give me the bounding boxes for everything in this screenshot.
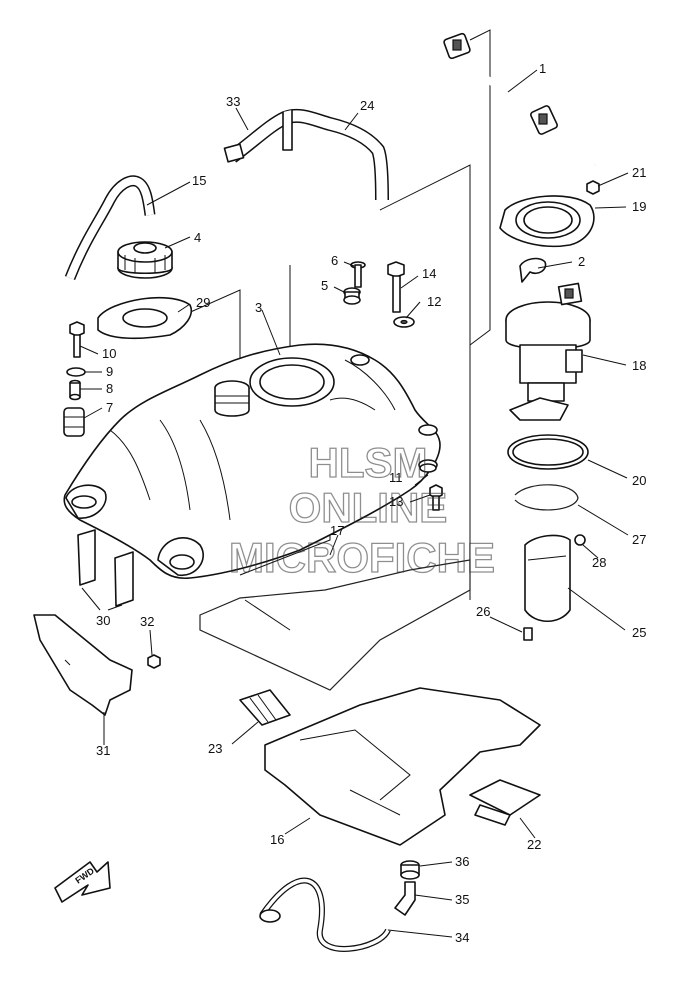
callout-20: 20 — [632, 473, 646, 488]
callout-21: 21 — [632, 165, 646, 180]
callout-36: 36 — [455, 854, 469, 869]
callout-22: 22 — [527, 837, 541, 852]
callout-labels: 1 2 3 4 5 6 7 8 9 10 11 12 13 14 15 16 1… — [96, 61, 646, 945]
part-1-fuel-hose — [443, 32, 601, 176]
part-7-damper — [63, 407, 85, 437]
callout-29: 29 — [196, 295, 210, 310]
part-19-retainer-plate — [499, 195, 595, 248]
part-14-bolt — [387, 261, 405, 313]
callout-11: 11 — [389, 470, 403, 485]
callout-28: 28 — [592, 555, 606, 570]
part-35-joint — [394, 881, 416, 916]
part-23-rubber-block — [239, 689, 291, 726]
callout-31: 31 — [96, 743, 110, 758]
part-6-screw — [350, 261, 366, 288]
part-3-fuel-tank — [63, 343, 441, 580]
watermark-line-2: ONLINE — [289, 484, 448, 531]
part-12-washer — [393, 316, 415, 328]
callout-34: 34 — [455, 930, 469, 945]
part-2-clip — [519, 257, 547, 283]
part-18-fuel-pump — [505, 282, 591, 421]
part-21-nut — [586, 180, 600, 195]
callout-6: 6 — [331, 253, 338, 268]
part-29-cap-plate — [97, 296, 192, 340]
callout-16: 16 — [270, 832, 284, 847]
part-27-band — [514, 484, 579, 511]
watermark-line-1: HLSM — [309, 439, 428, 486]
callout-17: 17 — [330, 523, 344, 538]
part-4-fuel-cap — [117, 241, 173, 279]
part-5-grommet — [343, 287, 361, 305]
part-17-sheet — [199, 559, 471, 691]
watermark-line-3: MICROFICHE — [229, 534, 495, 581]
part-15-vent-hose — [64, 175, 156, 281]
callout-13: 13 — [389, 494, 403, 509]
callout-3: 3 — [255, 300, 262, 315]
callout-25: 25 — [632, 625, 646, 640]
callout-32: 32 — [140, 614, 154, 629]
callout-18: 18 — [632, 358, 646, 373]
callout-26: 26 — [476, 604, 490, 619]
callout-2: 2 — [578, 254, 585, 269]
part-31-protector — [33, 614, 133, 716]
callout-33: 33 — [226, 94, 240, 109]
callout-35: 35 — [455, 892, 469, 907]
part-36-grommet — [400, 860, 420, 880]
callout-30: 30 — [96, 613, 110, 628]
watermark: HLSM ONLINE MICROFICHE — [228, 438, 495, 581]
part-30-damper-pad-right — [114, 551, 134, 607]
callout-14: 14 — [422, 266, 436, 281]
part-11-grommet — [419, 463, 437, 473]
part-22-rubber-block — [469, 779, 541, 826]
forward-direction-badge: FWD — [54, 861, 111, 903]
part-10-bolt — [69, 321, 85, 358]
part-16-bottom-cover — [264, 687, 541, 846]
callout-27: 27 — [632, 532, 646, 547]
part-30-damper-pad-left — [77, 529, 96, 586]
part-34-drain-hose — [259, 877, 391, 952]
callout-24: 24 — [360, 98, 374, 113]
callout-9: 9 — [106, 364, 113, 379]
callout-5: 5 — [321, 278, 328, 293]
callout-15: 15 — [192, 173, 206, 188]
part-20-o-ring — [507, 434, 589, 470]
leader-lines — [79, 69, 629, 938]
callout-10: 10 — [102, 346, 116, 361]
callout-23: 23 — [208, 741, 222, 756]
part-25-filter-bag — [524, 534, 571, 623]
callout-7: 7 — [106, 400, 113, 415]
callout-19: 19 — [632, 199, 646, 214]
callout-4: 4 — [194, 230, 201, 245]
callout-12: 12 — [427, 294, 441, 309]
part-32-nut — [147, 654, 161, 669]
part-26-screw — [523, 627, 533, 641]
callout-1: 1 — [539, 61, 546, 76]
part-9-washer — [66, 367, 86, 377]
part-8-collar — [69, 379, 81, 401]
part-24-33-breather-hoses — [223, 108, 389, 201]
callout-8: 8 — [106, 381, 113, 396]
part-28-clip — [574, 534, 586, 546]
